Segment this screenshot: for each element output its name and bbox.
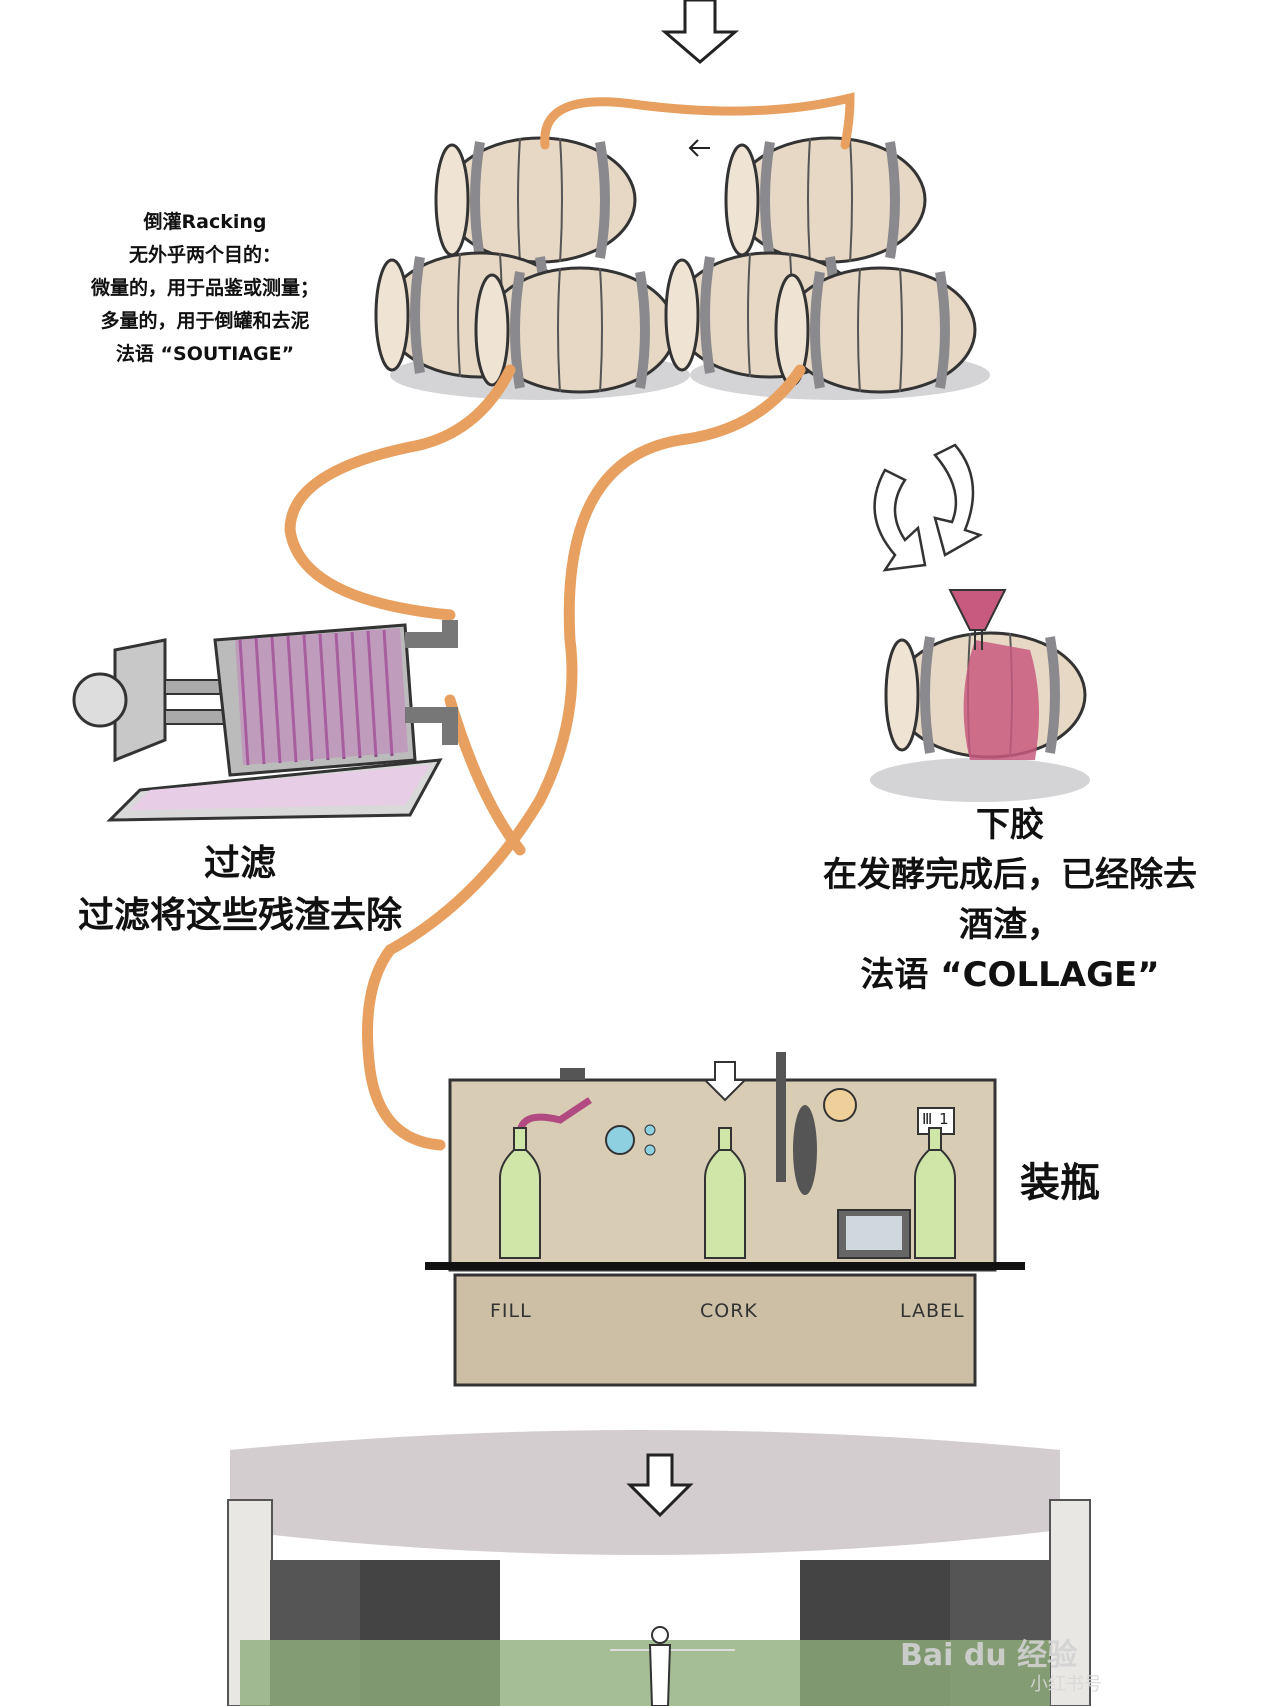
transfer-hose-filter [444, 694, 526, 856]
fining-line: 酒渣， [959, 905, 1061, 945]
filtration-title: 过滤 [203, 843, 276, 884]
barrel-stack-left [376, 138, 690, 400]
racking-line: 倒灌Racking [143, 211, 267, 233]
machine-counter: Ⅲ 1 [922, 1110, 950, 1128]
bottling-machine [425, 1052, 1025, 1387]
racking-line: 微量的，用于品鉴或测量； [90, 277, 319, 299]
racking-line: 多量的，用于倒罐和去泥 [100, 310, 310, 332]
station-label-fill: FILL [490, 1300, 532, 1322]
wine-cellar [227, 1430, 1091, 1706]
fining-title: 下胶 [976, 805, 1044, 845]
arrow-down-icon [660, 0, 740, 64]
racking-line: 无外乎两个目的： [128, 244, 281, 266]
racking-line: 法语 “SOUTIAGE” [115, 343, 295, 365]
watermark-logo: Bai du 经验 [900, 1638, 1078, 1673]
fining-line: 在发酵完成后，已经除去 [823, 855, 1197, 895]
fining-barrel [870, 589, 1090, 802]
transfer-hose-main [284, 364, 806, 1151]
transfer-hose-top [540, 92, 855, 150]
station-label-cork: CORK [700, 1300, 758, 1322]
filtration-caption: 过滤 过滤将这些残渣去除 [20, 838, 460, 942]
filtration-desc: 过滤将这些残渣去除 [77, 895, 402, 936]
station-label-label: LABEL [900, 1300, 965, 1322]
fining-line: 法语 “COLLAGE” [860, 955, 1160, 995]
flow-arrow-icon [688, 139, 710, 157]
bottling-title: 装瓶 [1020, 1160, 1100, 1206]
racking-caption: 倒灌Racking 无外乎两个目的： 微量的，用于品鉴或测量； 多量的，用于倒罐… [40, 206, 370, 371]
fining-caption: 下胶 在发酵完成后，已经除去 酒渣， 法语 “COLLAGE” [770, 800, 1250, 1000]
barrel-stack-right [666, 138, 990, 400]
filter-press [72, 620, 458, 822]
cycle-arrows-icon [873, 443, 984, 572]
watermark-sub: 小红书号 [1030, 1674, 1102, 1695]
